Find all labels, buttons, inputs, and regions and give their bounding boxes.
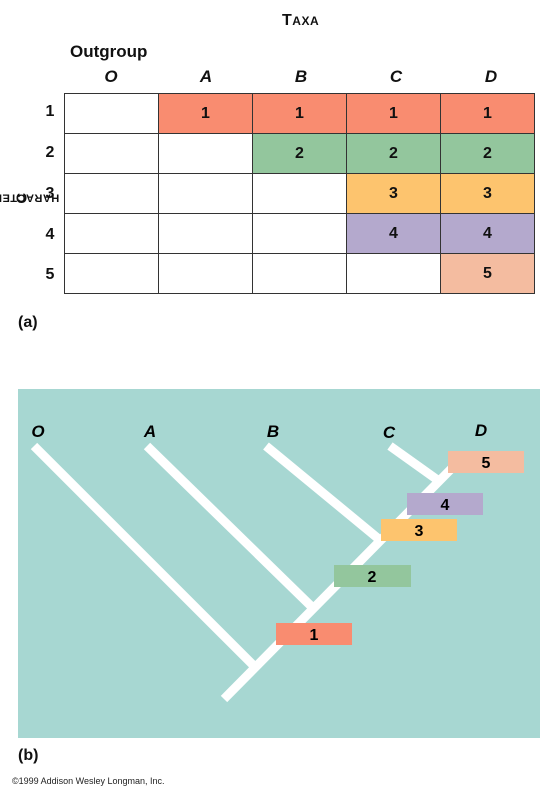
character-matrix: 1 1 1 1 2 2 2 3 3 4 4 5 — [64, 93, 535, 294]
taxa-title: TAXA — [282, 12, 320, 29]
branch-a — [143, 442, 317, 612]
matrix-row: 3 3 — [64, 173, 535, 214]
matrix-cell — [64, 253, 159, 294]
character-box-5: 5 — [448, 451, 524, 473]
matrix-cell: 2 — [252, 133, 347, 174]
taxon-header-c: C — [389, 67, 403, 86]
matrix-cell — [158, 173, 253, 214]
characters-title: CHARACTERS — [0, 192, 59, 204]
matrix-cell: 2 — [346, 133, 441, 174]
character-box-1: 1 — [276, 623, 352, 645]
tree-taxon-label-a: A — [143, 422, 156, 441]
character-row-label-1: 1 — [45, 103, 55, 120]
matrix-cell — [252, 213, 347, 254]
character-box-3: 3 — [381, 519, 457, 541]
tree-taxon-label-o: O — [31, 422, 44, 441]
taxon-header-o: O — [104, 67, 118, 86]
matrix-cell: 4 — [440, 213, 535, 254]
tree-taxon-label-b: B — [267, 422, 279, 441]
tree-background — [18, 389, 540, 738]
matrix-cell — [158, 213, 253, 254]
branch-c — [387, 442, 442, 485]
svg-text:1: 1 — [310, 627, 319, 644]
matrix-row: 4 4 — [64, 213, 535, 254]
cladogram: O A B C D 1 2 3 4 5 — [18, 389, 540, 738]
matrix-cell: 3 — [440, 173, 535, 214]
character-box-2: 2 — [334, 565, 411, 587]
matrix-cell — [64, 133, 159, 174]
matrix-cell: 4 — [346, 213, 441, 254]
outgroup-label: Outgroup — [70, 42, 148, 61]
matrix-row: 1 1 1 1 — [64, 93, 535, 134]
matrix-row: 2 2 2 — [64, 133, 535, 174]
panel-b-label: (b) — [18, 747, 39, 764]
matrix-cell: 2 — [440, 133, 535, 174]
branch-o — [30, 442, 259, 671]
taxon-header-d: D — [484, 67, 498, 86]
matrix-cell: 1 — [158, 93, 253, 134]
character-row-label-3: 3 — [45, 185, 55, 202]
svg-text:3: 3 — [415, 523, 424, 540]
matrix-cell: 3 — [346, 173, 441, 214]
matrix-cell: 1 — [346, 93, 441, 134]
character-row-label-4: 4 — [45, 226, 55, 243]
tree-taxon-label-d: D — [475, 421, 487, 440]
matrix-cell — [64, 213, 159, 254]
copyright-notice: ©1999 Addison Wesley Longman, Inc. — [12, 776, 165, 786]
matrix-row: 5 — [64, 253, 535, 294]
taxon-header-b: B — [294, 67, 308, 86]
svg-text:5: 5 — [482, 455, 491, 472]
svg-text:2: 2 — [368, 569, 377, 586]
matrix-cell — [252, 253, 347, 294]
matrix-cell — [64, 93, 159, 134]
matrix-cell — [346, 253, 441, 294]
matrix-cell: 1 — [440, 93, 535, 134]
character-row-label-5: 5 — [45, 266, 55, 283]
panel-a-label: (a) — [18, 314, 38, 331]
matrix-cell — [64, 173, 159, 214]
tree-taxon-label-c: C — [383, 423, 396, 442]
taxon-header-a: A — [199, 67, 213, 86]
matrix-cell: 1 — [252, 93, 347, 134]
character-row-label-2: 2 — [45, 144, 55, 161]
branch-b — [263, 442, 383, 544]
character-box-4: 4 — [407, 493, 483, 515]
matrix-cell — [158, 253, 253, 294]
matrix-cell: 5 — [440, 253, 535, 294]
svg-text:4: 4 — [441, 497, 450, 514]
matrix-cell — [252, 173, 347, 214]
matrix-cell — [158, 133, 253, 174]
